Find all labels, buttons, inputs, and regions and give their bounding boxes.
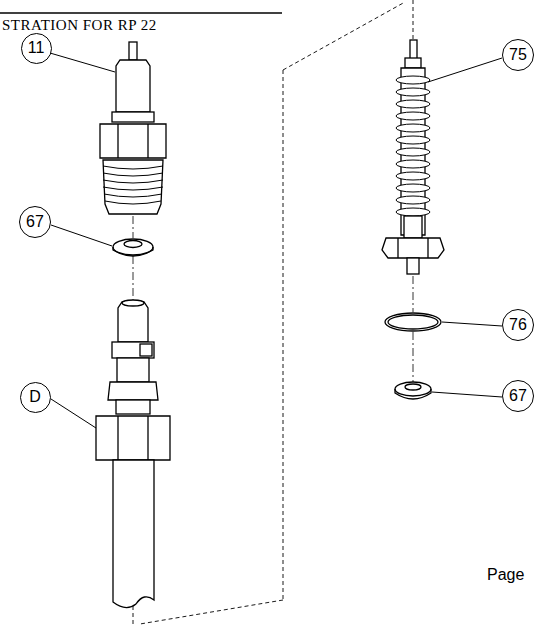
callout-number: D (29, 389, 41, 405)
callout-number: 76 (509, 317, 527, 333)
callout-circle: 67 (502, 380, 534, 412)
callout-number: 67 (26, 214, 44, 230)
callout-circle: 67 (19, 206, 51, 238)
callout-circle: D (20, 382, 51, 413)
callout-number: 11 (28, 40, 45, 56)
callout-number: 67 (509, 388, 527, 404)
page-label: Page (487, 566, 524, 584)
callout-circle: 76 (502, 309, 534, 341)
page-title: STRATION FOR RP 22 (2, 17, 157, 34)
callout-number: 75 (509, 47, 527, 63)
callout-circle: 11 (21, 33, 52, 64)
callout-circle: 75 (502, 39, 534, 71)
